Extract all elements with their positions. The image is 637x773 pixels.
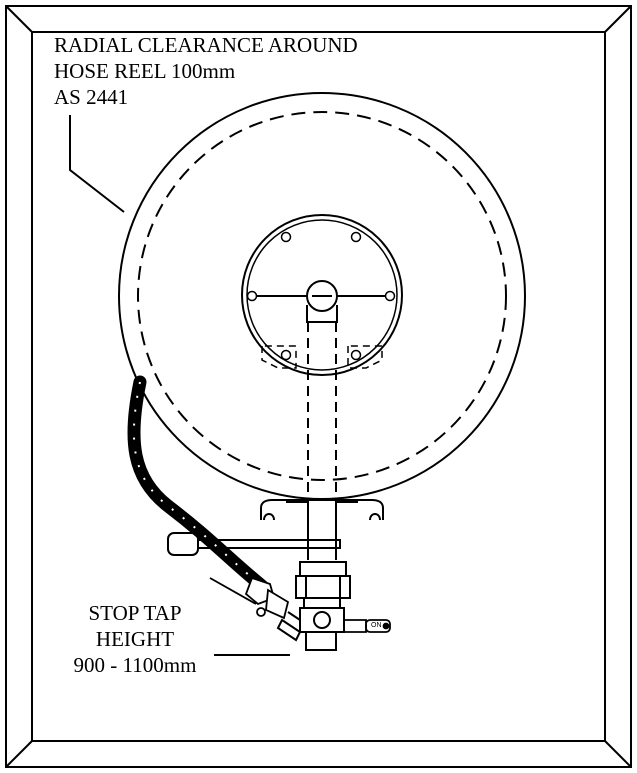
clearance-label-line2: HOSE REEL 100mm (54, 59, 236, 83)
stop-tap-label-line1: STOP TAP (88, 601, 182, 625)
nozzle-icon (209, 576, 290, 620)
radial-clearance-ring (137, 111, 507, 481)
hub-bracket (261, 345, 383, 369)
hub-bolt (280, 349, 292, 361)
wall-mount-bracket (260, 499, 384, 521)
valve-handle (344, 619, 391, 633)
cabinet-frame (5, 5, 632, 768)
hub-bolt (246, 290, 258, 302)
inlet-pipe (307, 322, 337, 560)
hose-guide-arm (167, 532, 341, 556)
clearance-leader-line (69, 115, 125, 213)
hub-bolt (350, 349, 362, 361)
hub-bolt (350, 231, 362, 243)
stop-tap-valve-icon (276, 561, 351, 651)
clearance-label-line1: RADIAL CLEARANCE AROUND (54, 33, 358, 57)
reel-hub-outer (241, 214, 403, 376)
stop-tap-label-line2: HEIGHT (95, 627, 175, 651)
hub-bolt (280, 231, 292, 243)
clearance-label-line3: AS 2441 (54, 85, 129, 109)
valve-on-label: ON (371, 622, 382, 629)
stop-tap-label-line3: 900 - 1100mm (73, 653, 197, 677)
swivel-elbow (306, 305, 338, 323)
hub-bolt (384, 290, 396, 302)
hub-bolts (246, 231, 396, 361)
hose-icon (127, 375, 269, 593)
